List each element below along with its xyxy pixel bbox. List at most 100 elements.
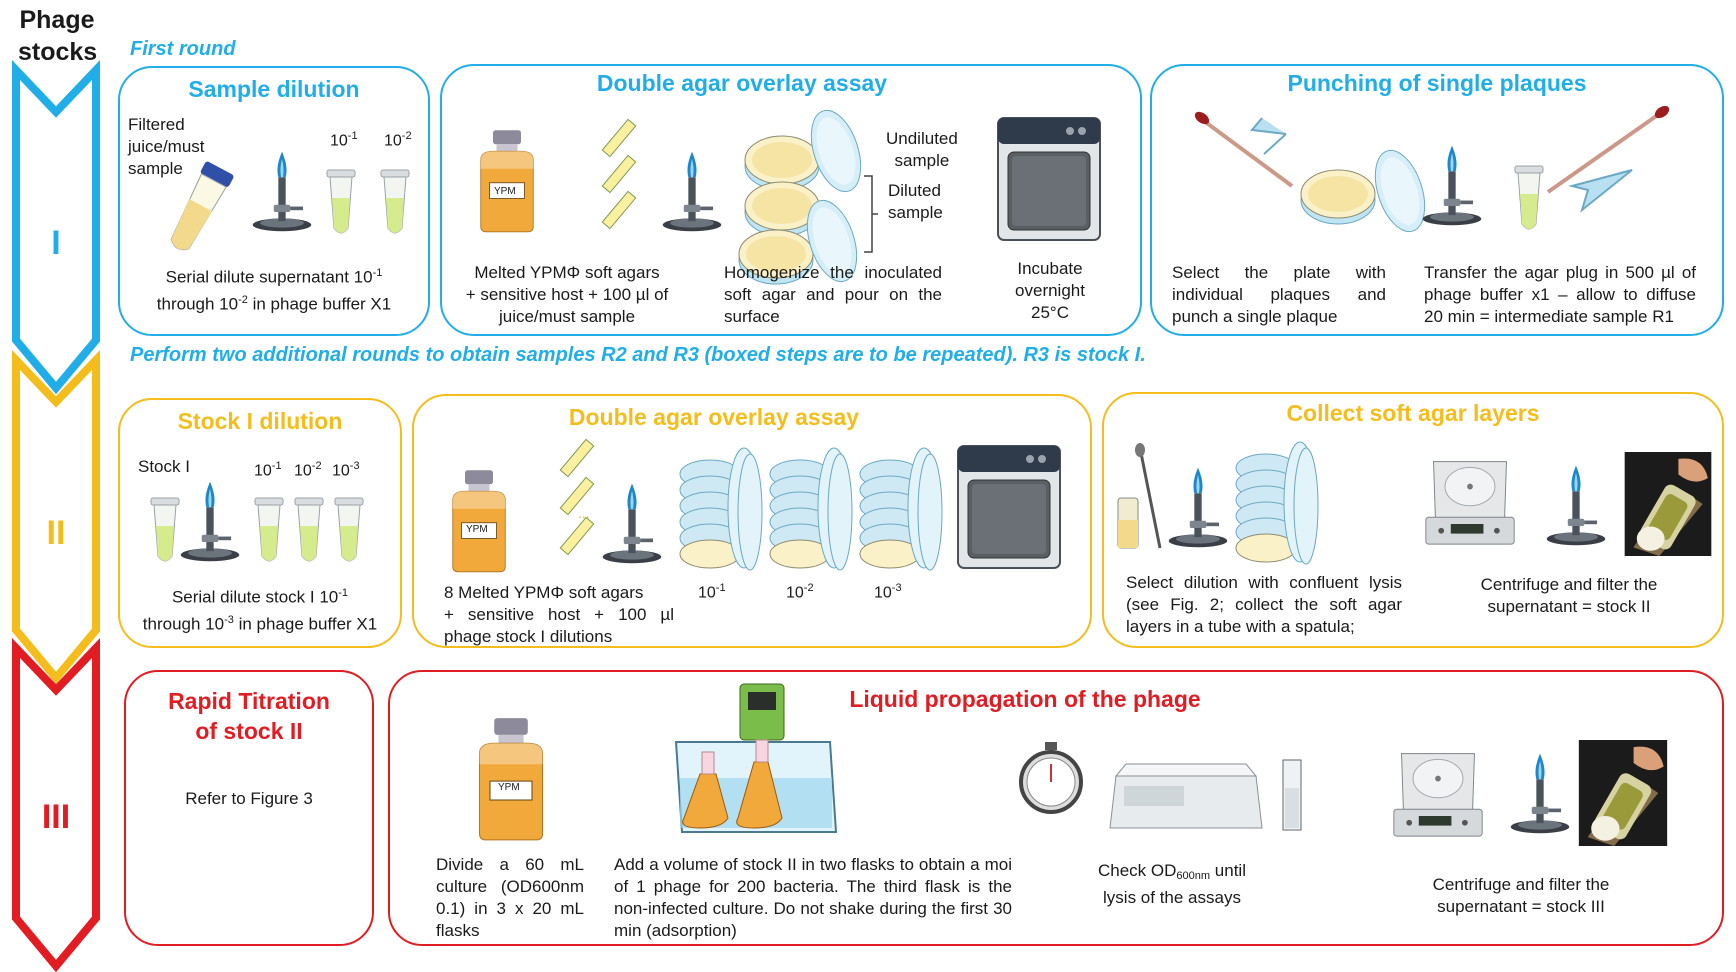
page-title: Phage stocks xyxy=(18,4,98,68)
dilution-label-2: 10-2 xyxy=(384,130,412,150)
dilution-tube-icon xyxy=(254,496,284,566)
stage-label-2: II xyxy=(46,514,66,552)
overlay-caption-4-line-3: phage stock I dilutions xyxy=(444,627,613,646)
plate-dilution-label-3: 10-3 xyxy=(874,582,902,602)
undiluted-label-line-2: sample xyxy=(894,151,950,170)
diluted-label: Diluted sample xyxy=(888,180,943,224)
page-title-line-2: stocks xyxy=(18,38,98,66)
liquid-caption-3: Check OD600nm until lysis of the assays xyxy=(1098,861,1246,907)
sample-label-line-2: juice/must xyxy=(128,137,205,156)
stage-label-1: I xyxy=(51,224,61,262)
titration-reference: Refer to Figure 3 xyxy=(185,789,313,808)
stage-label-3: III xyxy=(41,798,71,836)
agar-tubes-icon: ... xyxy=(559,438,595,556)
stock-dilution-box: Stock I dilution Stock I 10-1 10-2 10-3 … xyxy=(118,398,402,648)
overlay-caption-1-line-3: juice/must sample xyxy=(498,307,636,326)
agar-bottle-icon xyxy=(472,126,542,236)
repeat-note: Perform two additional rounds to obtain … xyxy=(130,344,1146,366)
overlay-assay-title-1: Double agar overlay assay xyxy=(596,70,888,96)
agar-tubes-icon xyxy=(601,118,637,230)
page-title-line-1: Phage xyxy=(19,6,95,34)
bottle-label: YPM xyxy=(498,782,520,793)
sample-label-line-1: Filtered xyxy=(128,115,185,134)
bottle-label: YPM xyxy=(494,186,516,197)
stage-chevron-2 xyxy=(12,350,100,685)
syringe-filter-photo xyxy=(1578,740,1668,846)
overlay-caption-4: 8 Melted YPMΦ soft agars + sensitive hos… xyxy=(444,582,674,648)
bunsen-burner-icon xyxy=(660,146,724,236)
overlay-caption-2: Homogenize the inoculated soft agar and … xyxy=(724,263,942,326)
liquid-caption-4-line-1: Centrifuge and filter the xyxy=(1432,875,1610,894)
culture-bottle-icon xyxy=(466,716,556,842)
stock-dilution-label-1: 10-1 xyxy=(254,460,282,480)
syringe-filter-photo xyxy=(1624,452,1712,556)
bunsen-burner-icon xyxy=(1420,140,1484,230)
overlay-assay-box-2: Double agar overlay assay YPM ... 10-1 1… xyxy=(412,394,1092,648)
collect-caption-1: Select dilution with confluent lysis (se… xyxy=(1126,573,1402,636)
agar-bottle-icon xyxy=(444,466,514,576)
plate-stack-icon xyxy=(679,447,763,571)
incubator-icon xyxy=(954,442,1064,572)
collect-caption-2-line-2: supernatant = stock II xyxy=(1487,597,1651,616)
titration-title-line-2: of stock II xyxy=(195,718,303,744)
punching-title: Punching of single plaques xyxy=(1287,70,1587,96)
sample-label-line-3: sample xyxy=(128,159,183,178)
dilution-tube-icon xyxy=(380,168,410,238)
diluted-label-line-1: Diluted xyxy=(888,181,941,200)
liquid-caption-4-line-2: supernatant = stock III xyxy=(1437,897,1605,916)
sample-dilution-box: Sample dilution Filtered juice/must samp… xyxy=(118,66,430,336)
sample-dilution-title: Sample dilution xyxy=(188,76,360,102)
bunsen-burner-icon xyxy=(178,476,242,566)
titration-box: Rapid Titration of stock II Refer to Fig… xyxy=(124,670,374,946)
round-label: First round xyxy=(130,38,236,60)
dilution-label-1: 10-1 xyxy=(330,130,358,150)
overlay-assay-box-1: Double agar overlay assay YPM Undiluted … xyxy=(440,64,1142,336)
stock-label: Stock I xyxy=(138,457,190,476)
overlay-caption-1-line-2: + sensitive host + 100 µl of xyxy=(465,285,669,304)
plate-stack-icon xyxy=(1235,441,1319,565)
titration-title-line-1: Rapid Titration xyxy=(168,688,330,714)
dilution-tube-icon xyxy=(326,168,356,238)
bunsen-burner-icon xyxy=(250,146,314,236)
stage-chevron-3 xyxy=(12,638,100,972)
bunsen-burner-icon xyxy=(600,478,664,568)
collect-caption-2-line-1: Centrifuge and filter the xyxy=(1480,575,1658,594)
petri-lid-icon xyxy=(806,106,866,196)
stock-dilution-label-3: 10-3 xyxy=(332,460,360,480)
stopwatch-icon xyxy=(1019,742,1083,814)
liquid-propagation-title: Liquid propagation of the phage xyxy=(849,686,1201,712)
stock-tube-icon xyxy=(150,496,180,566)
sample-tube-icon xyxy=(170,161,234,251)
svg-text:...: ... xyxy=(578,505,590,521)
punching-caption-1: Select the plate with individual plaques… xyxy=(1172,263,1386,326)
spatula-icon xyxy=(1117,443,1162,549)
bracket-icon xyxy=(864,175,878,253)
bunsen-burner-icon xyxy=(1544,460,1608,550)
bunsen-burner-icon xyxy=(1508,748,1572,838)
liquid-caption-1: Divide a 60 mL culture (OD600nm 0.1) in … xyxy=(436,855,584,940)
plate-dilution-label-2: 10-2 xyxy=(786,582,814,602)
incubate-line-2: overnight xyxy=(1015,281,1085,300)
overlay-caption-1-line-1: Melted YPMΦ soft agars xyxy=(474,263,660,282)
overlay-caption-3: Incubate overnight 25°C xyxy=(990,258,1110,324)
cuvette-icon xyxy=(1282,759,1302,831)
dilution-tube-icon xyxy=(1514,164,1544,234)
overlay-caption-1: Melted YPMΦ soft agars + sensitive host … xyxy=(452,262,682,328)
liquid-caption-4: Centrifuge and filter the supernatant = … xyxy=(1396,874,1646,918)
pipette-icon xyxy=(1546,105,1670,213)
pipette-icon xyxy=(1194,111,1294,188)
collect-box: Collect soft agar layers Select dilution… xyxy=(1102,392,1724,648)
stock-dilution-title: Stock I dilution xyxy=(177,408,343,434)
sample-label: Filtered juice/must sample xyxy=(128,114,205,180)
incubate-line-3: 25°C xyxy=(1031,303,1069,322)
plate-stack-icon xyxy=(769,447,853,571)
overlay-caption-4-line-1: 8 Melted YPMΦ soft agars xyxy=(444,583,644,602)
centrifuge-icon xyxy=(1390,742,1486,842)
stage-chevron-1 xyxy=(12,60,100,395)
plate-stack-icon xyxy=(859,447,943,571)
overlay-assay-title-2: Double agar overlay assay xyxy=(568,404,860,430)
overlay-caption-4-line-2: + sensitive host + 100 µl xyxy=(444,605,674,624)
water-bath-icon xyxy=(674,683,838,833)
sample-dilution-caption: Serial dilute supernatant 10-1 through 1… xyxy=(156,267,392,314)
bottle-label: YPM xyxy=(466,524,488,535)
